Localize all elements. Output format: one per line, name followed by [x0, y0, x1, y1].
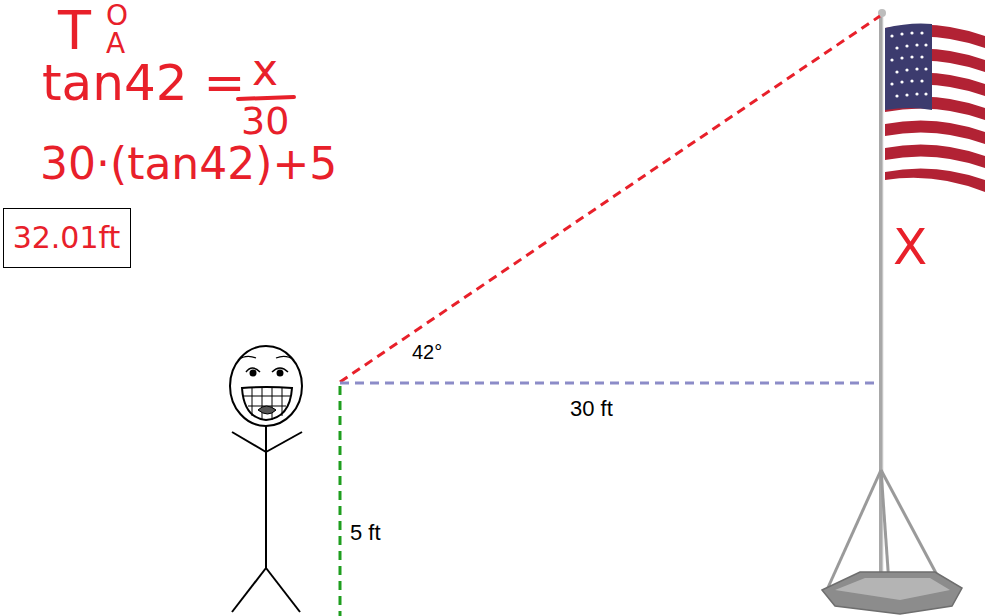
hypotenuse-line: [340, 16, 880, 382]
angle-label: 42°: [412, 342, 442, 362]
mnemonic-letter: O: [106, 2, 128, 30]
equation-text: tan42 =: [42, 58, 245, 108]
dimension-label: 30 ft: [570, 398, 613, 420]
dimension-label: 5 ft: [350, 522, 381, 544]
unknown-variable: X: [893, 222, 927, 272]
stick-figure: [230, 346, 302, 612]
fraction-bar: [238, 97, 294, 99]
flagpole: [822, 9, 962, 614]
flag: [885, 24, 985, 193]
horizontal-distance-line: [340, 382, 878, 385]
eye-height-line: [339, 386, 342, 616]
answer-box: 32.01ft: [3, 208, 131, 268]
answer-text: 32.01ft: [13, 223, 121, 253]
mnemonic-letter: A: [106, 30, 125, 58]
equation-text: 30·(tan42)+5: [40, 142, 337, 186]
fraction-denominator: 30: [241, 102, 289, 140]
fraction-numerator: x: [252, 48, 278, 92]
mnemonic-letter: T: [58, 4, 91, 58]
